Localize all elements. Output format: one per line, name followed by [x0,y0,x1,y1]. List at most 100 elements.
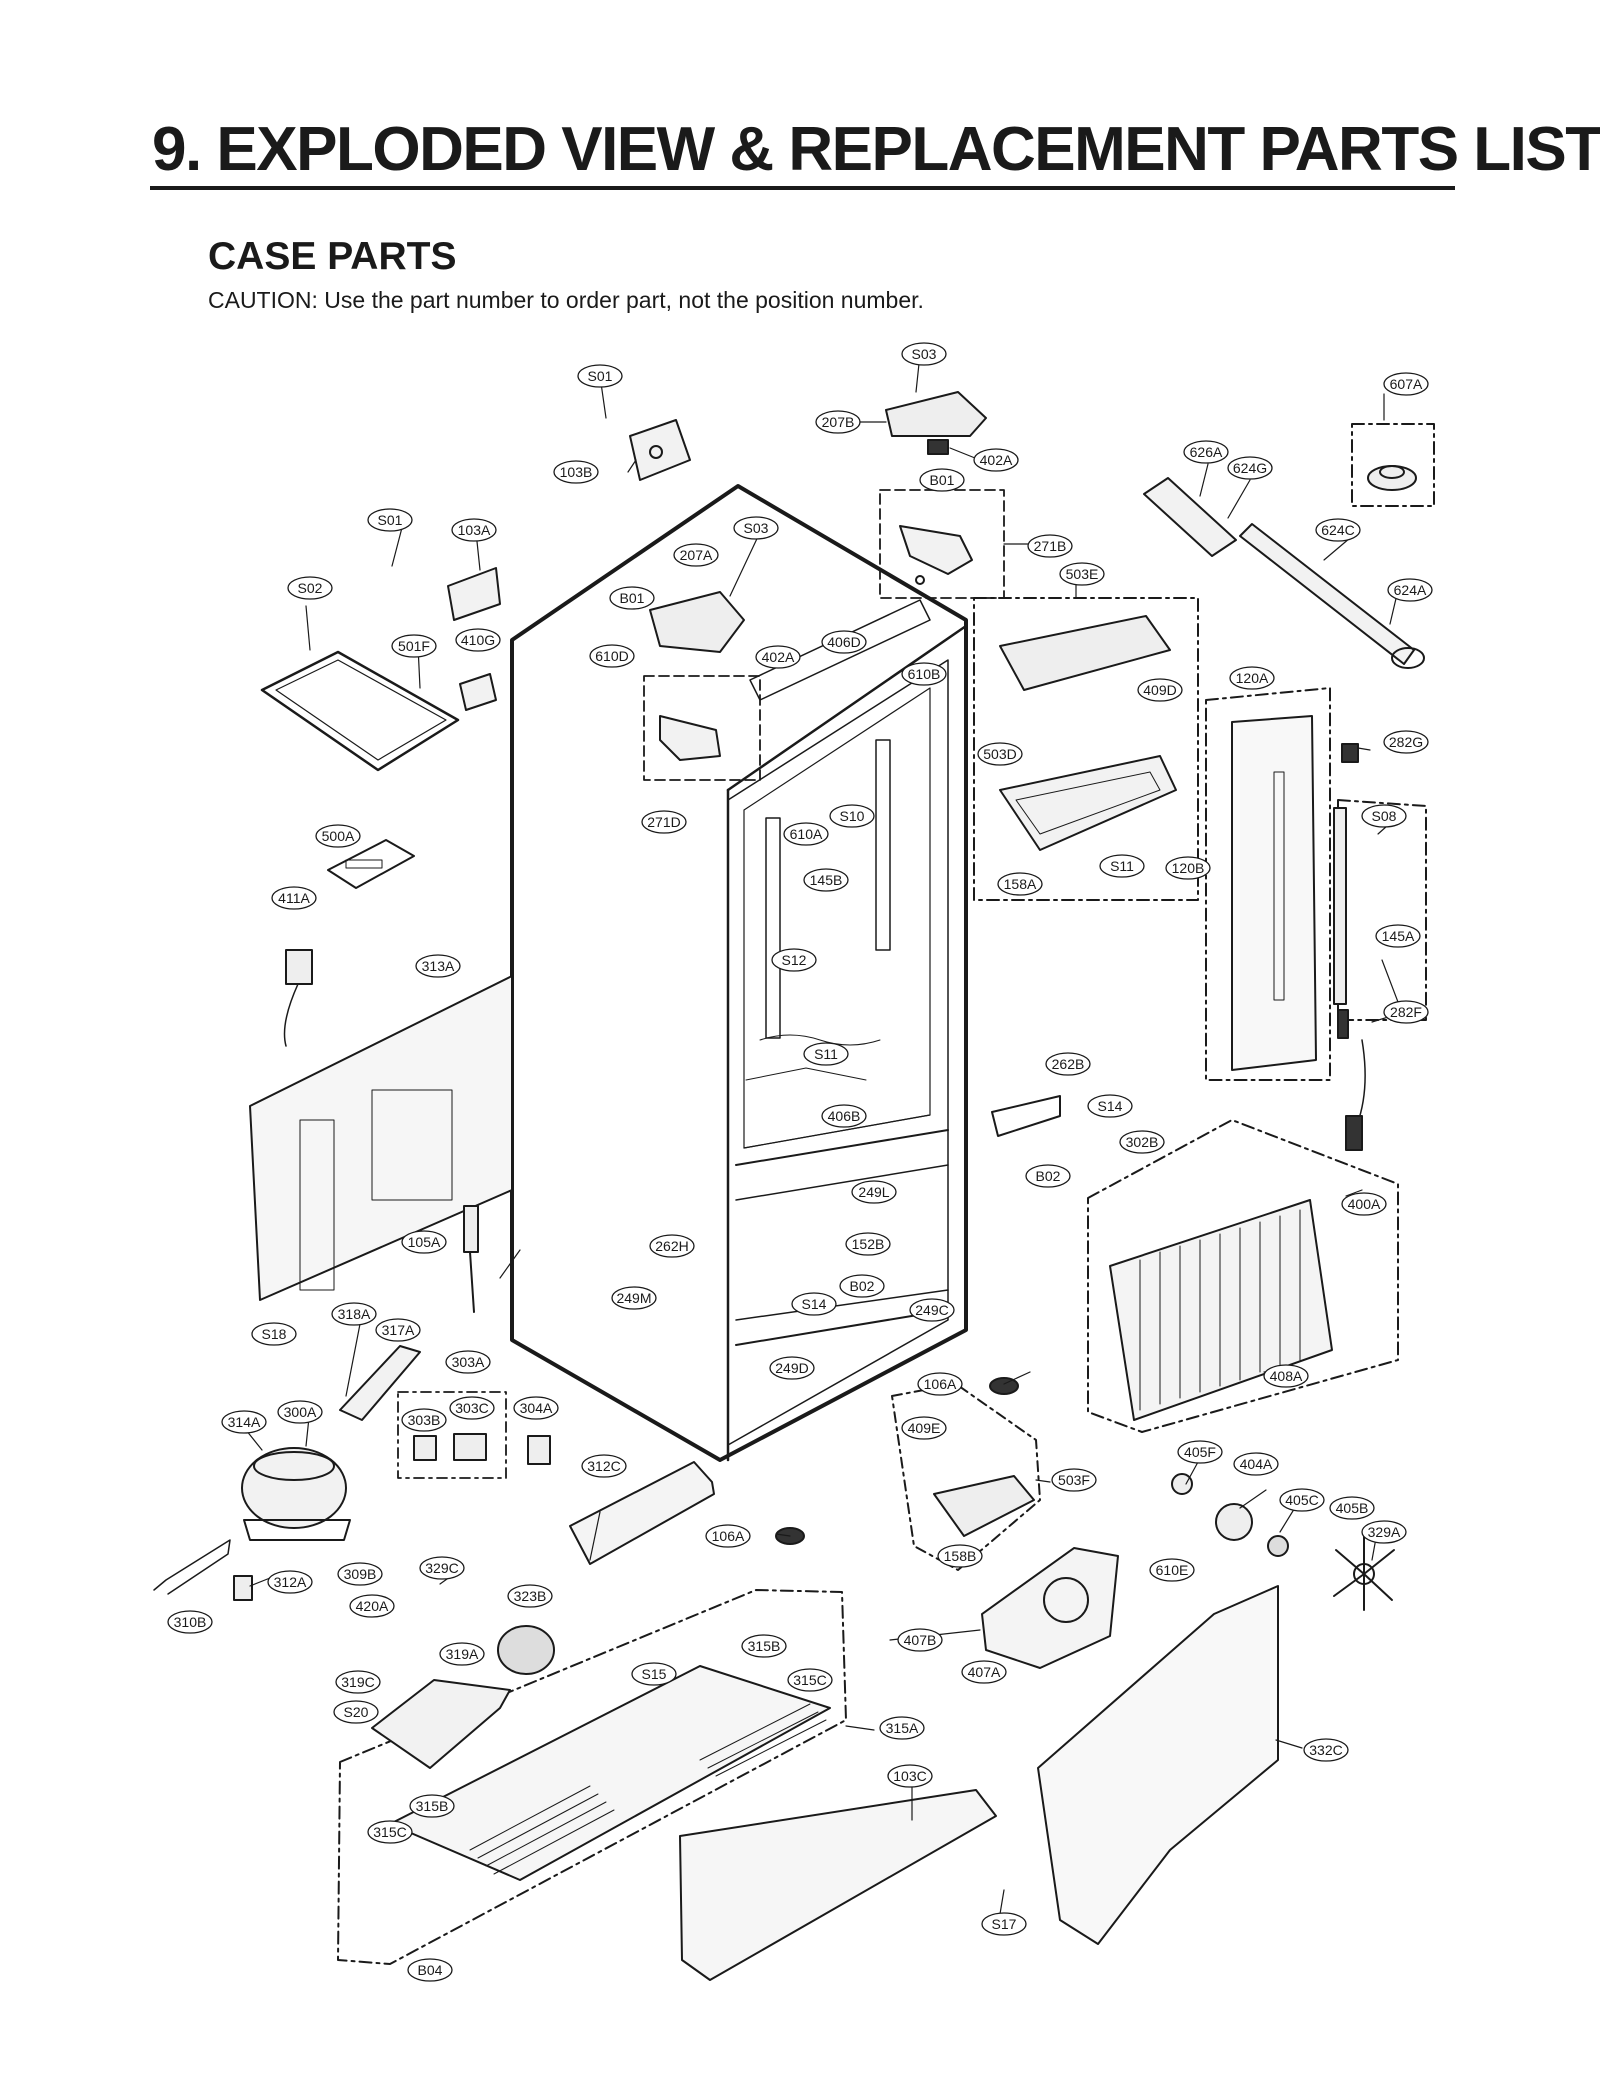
part-626A-assembly [1143,477,1237,557]
label-text-271B: 271B [1034,538,1067,554]
label-text-610A: 610A [790,826,823,842]
base-vents [469,1703,827,1875]
label-text-S01: S01 [588,368,613,384]
label-text-420A: 420A [356,1598,389,1614]
label-text-S12: S12 [782,952,807,968]
label-text-262B: 262B [1052,1056,1085,1072]
part-303C-cap [453,1433,487,1461]
label-text-249M: 249M [616,1290,651,1306]
part-400A-harness [1345,1039,1366,1151]
label-S14-right: S14 [1087,1094,1133,1118]
label-313A: 313A [415,954,461,978]
label-text-402A-mid: 402A [762,649,795,665]
label-407A: 407A [961,1660,1007,1684]
label-text-B01-top: B01 [930,472,955,488]
label-text-158B: 158B [944,1548,977,1564]
part-411A-plug [283,949,313,1047]
box-607A [1351,423,1435,507]
label-text-610E: 610E [1156,1562,1189,1578]
ice-tray-box-503E [973,597,1199,901]
label-315A: 315A [879,1716,925,1740]
part-410G-block [459,673,497,711]
label-310B: 310B [167,1610,213,1634]
caution-note: CAUTION: Use the part number to order pa… [208,287,924,313]
label-312C: 312C [581,1454,627,1478]
duct-box-120A [1205,687,1331,1081]
label-S10: S10 [829,804,875,828]
label-624G: 624G [1227,456,1273,480]
label-text-158A: 158A [1004,876,1037,892]
label-315C-top: 315C [787,1668,833,1692]
part-304A-cover [527,1435,551,1465]
label-text-402A-top: 402A [980,452,1013,468]
label-text-329C: 329C [425,1560,458,1576]
label-text-207B: 207B [822,414,855,430]
label-410G: 410G [455,628,501,652]
label-120B: 120B [1165,856,1211,880]
label-text-312C: 312C [587,1458,620,1474]
label-610B: 610B [901,662,947,686]
part-282F-clip [1337,1009,1349,1039]
label-315C-bot: 315C [367,1820,413,1844]
part-ice-bin-158A [999,755,1177,851]
label-249L: 249L [851,1180,897,1204]
label-B02-right: B02 [1025,1164,1071,1188]
label-text-S08: S08 [1372,808,1397,824]
label-106A-top: 106A [917,1372,963,1396]
label-text-406D: 406D [827,634,860,650]
label-S11-top: S11 [1099,854,1145,878]
part-501F-gasket [260,650,460,772]
label-text-103C: 103C [893,1768,926,1784]
label-text-500A: 500A [322,828,355,844]
label-411A: 411A [271,886,317,910]
label-406B: 406B [821,1104,867,1128]
label-303A: 303A [445,1350,491,1374]
part-319A-bracket [371,1679,511,1769]
label-text-303C: 303C [455,1400,488,1416]
label-B01-mid: B01 [609,586,655,610]
label-120A: 120A [1229,666,1275,690]
label-text-405C: 405C [1285,1492,1318,1508]
label-text-300A: 300A [284,1404,317,1420]
label-420A: 420A [349,1594,395,1618]
label-S02: S02 [287,576,333,600]
part-105A-valve [463,1205,479,1313]
label-text-S17: S17 [992,1916,1017,1932]
label-text-103B: 103B [560,464,593,480]
label-text-106A-top: 106A [924,1376,957,1392]
label-text-503E: 503E [1066,566,1099,582]
label-text-407A: 407A [968,1664,1001,1680]
title-underline [150,186,1455,190]
label-302B: 302B [1119,1130,1165,1154]
label-text-S11-top: S11 [1110,858,1134,874]
label-text-145A: 145A [1382,928,1415,944]
label-405B: 405B [1329,1496,1375,1520]
label-400A: 400A [1341,1192,1387,1216]
label-405F: 405F [1177,1440,1223,1464]
label-text-S02: S02 [298,580,323,596]
label-S15: S15 [631,1662,677,1686]
part-duct-120B [1231,715,1317,1071]
label-text-317A: 317A [382,1322,415,1338]
label-text-409D: 409D [1143,682,1176,698]
label-318A: 318A [331,1302,377,1326]
label-text-314A: 314A [228,1414,261,1430]
label-S03-mid: S03 [733,516,779,540]
label-text-303B: 303B [408,1412,441,1428]
label-S18: S18 [251,1322,297,1346]
label-271B: 271B [1027,534,1073,558]
label-S14-mid: S14 [791,1292,837,1316]
label-text-S15: S15 [642,1666,667,1682]
label-text-S10: S10 [840,808,865,824]
label-501F: 501F [391,634,437,658]
part-312C-cover [569,1461,715,1565]
label-text-610D: 610D [595,648,628,664]
part-ice-tray-503D [999,615,1171,691]
label-text-315B-bot: 315B [416,1798,449,1814]
label-text-105A: 105A [408,1234,441,1250]
label-text-405F: 405F [1184,1444,1216,1460]
label-405C: 405C [1279,1488,1325,1512]
label-408A: 408A [1263,1364,1309,1388]
label-text-323B: 323B [514,1588,547,1604]
